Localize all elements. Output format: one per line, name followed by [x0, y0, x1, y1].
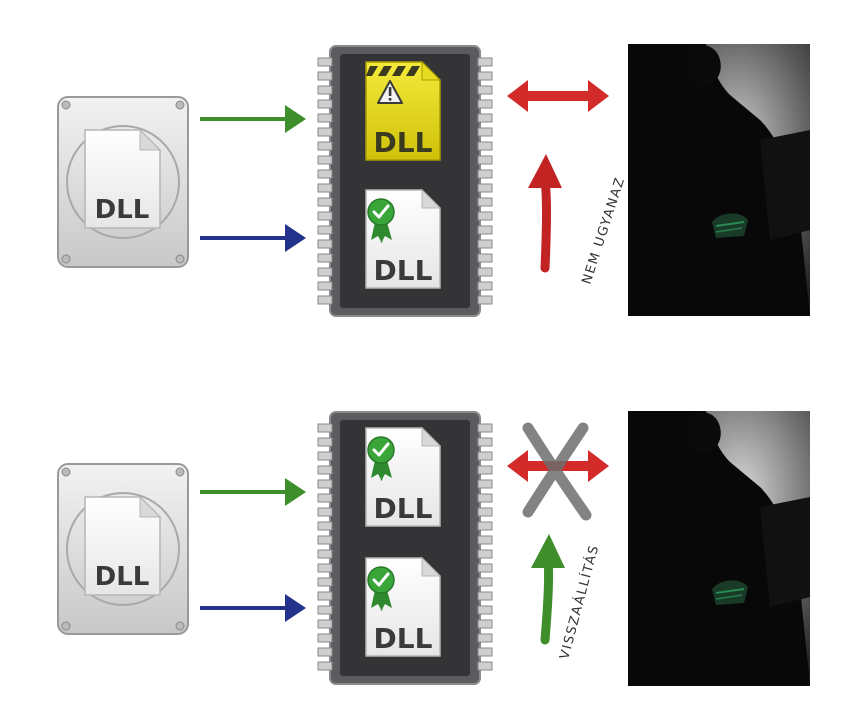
green-arrow [200, 478, 306, 506]
top-row: DLL [57, 44, 810, 317]
valid-dll-icon: DLL [365, 556, 442, 657]
not-same-label: NEM UGYANAZ [580, 175, 629, 286]
blue-arrow [200, 594, 306, 622]
chip-pins-left [317, 423, 333, 671]
red-double-arrow [507, 80, 609, 112]
verified-badge-icon [367, 198, 395, 243]
green-arrow [200, 105, 306, 133]
warning-icon [377, 80, 403, 104]
memory-chip: DLL DLL [317, 411, 493, 685]
blocked-red-double-arrow [507, 422, 609, 521]
cross-icon [522, 422, 592, 521]
chip-pins-left [317, 57, 333, 305]
verified-badge-icon [367, 566, 395, 611]
dll-file-icon: DLL [84, 128, 162, 229]
curved-red-arrow [528, 154, 562, 273]
hacker-silhouette [628, 411, 810, 686]
restore-label: VISSZAÁLLÍTÁS [556, 543, 602, 661]
infected-dll-label: DLL [374, 126, 433, 159]
valid-dll-label: DLL [374, 254, 433, 287]
infected-dll-icon: DLL [365, 60, 442, 161]
valid-dll-icon: DLL [365, 426, 442, 527]
bottom-row: DLL [57, 411, 810, 686]
hard-drive-icon: DLL [57, 96, 189, 268]
dll-file-icon: DLL [84, 495, 162, 596]
dll-label: DLL [95, 562, 150, 592]
memory-chip: DLL DLL [317, 45, 493, 317]
verified-badge-icon [367, 436, 395, 481]
chip-pins-right [477, 423, 493, 671]
hard-drive-icon: DLL [57, 463, 189, 635]
chip-pins-right [477, 57, 493, 305]
valid-dll-label: DLL [374, 622, 433, 655]
valid-dll-icon: DLL [365, 188, 442, 289]
valid-dll-label: DLL [374, 492, 433, 525]
dll-label: DLL [95, 195, 150, 225]
blue-arrow [200, 224, 306, 252]
curved-green-arrow [531, 534, 565, 645]
hacker-silhouette [628, 44, 810, 316]
